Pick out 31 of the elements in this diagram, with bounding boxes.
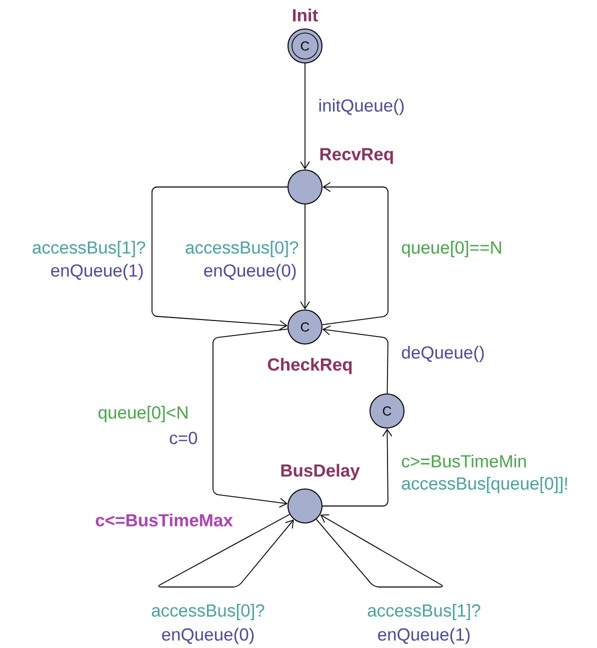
location-name: BusDelay — [281, 464, 360, 480]
transition-arrow — [152, 186, 288, 330]
transition-arrow — [316, 514, 443, 588]
location-circle — [288, 170, 322, 204]
update-label: enQueue(1) — [378, 628, 470, 644]
edge-label: accessBus[0]? — [186, 240, 298, 258]
edge-label: deQueue() — [402, 346, 484, 362]
transition-arrow — [322, 428, 392, 506]
transition-arrow — [212, 328, 288, 508]
edge-label: queue[0]==N — [402, 240, 501, 258]
update-label: accessBus[queue[0]]! — [402, 476, 567, 494]
location-name: RecvReq — [320, 148, 393, 164]
edge-label: accessBus[1]? — [32, 240, 146, 258]
transition-arrow — [300, 63, 310, 170]
update-label: c=0 — [170, 432, 198, 444]
location-circle — [288, 488, 322, 524]
transition-arrow — [300, 204, 310, 310]
invariant-label: c<=BusTimeMax — [96, 514, 233, 526]
location-name: Init — [293, 8, 318, 22]
edge-label: accessBus[1]? — [368, 604, 480, 620]
location-name: CheckReq — [268, 358, 352, 374]
transition-arrow — [322, 325, 388, 394]
edge-label: queue[0]<N — [98, 406, 188, 422]
update-label: enQueue(1) — [51, 264, 143, 280]
edge-label: c>=BusTimeMin — [402, 454, 526, 468]
update-label: enQueue(0) — [204, 264, 296, 280]
transition-arrow — [158, 514, 294, 588]
update-label: enQueue(0) — [162, 628, 254, 644]
transition-arrow — [322, 182, 388, 326]
edge-label: accessBus[0]? — [152, 604, 264, 620]
edge-label: initQueue() — [319, 98, 404, 116]
